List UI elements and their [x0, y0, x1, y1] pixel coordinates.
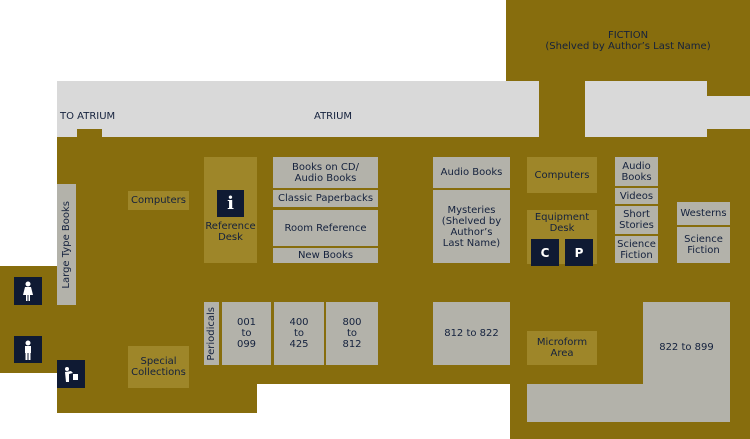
- womens-restroom-icon[interactable]: [14, 277, 42, 305]
- audio-books-mid[interactable]: Audio Books: [433, 157, 510, 188]
- atrium-label: ATRIUM: [314, 111, 353, 122]
- to-atrium-label: TO ATRIUM: [60, 111, 116, 122]
- science-fiction-2[interactable]: Science Fiction: [677, 227, 730, 263]
- shelf-400-425[interactable]: 400 to 425: [274, 302, 324, 365]
- reference-desk[interactable]: i Reference Desk: [204, 157, 257, 263]
- room-reference[interactable]: Room Reference: [273, 210, 378, 246]
- science-fiction-1[interactable]: Science Fiction: [615, 236, 658, 263]
- reference-desk-label: Reference Desk: [205, 220, 256, 243]
- special-collections[interactable]: Special Collections: [128, 346, 189, 388]
- mens-restroom-icon[interactable]: [14, 336, 42, 363]
- books-on-cd[interactable]: Books on CD/ Audio Books: [273, 157, 378, 188]
- printer-icon[interactable]: P: [565, 239, 593, 266]
- fiction-label: FICTION (Shelved by Author’s Last Name): [545, 30, 711, 52]
- computers-right[interactable]: Computers: [527, 157, 597, 193]
- atrium-notch: [77, 129, 102, 137]
- audio-books-right[interactable]: Audio Books: [615, 157, 658, 186]
- large-type-books[interactable]: Large Type Books: [57, 184, 76, 305]
- computers-left[interactable]: Computers: [128, 191, 189, 210]
- microform-area[interactable]: Microform Area: [527, 331, 597, 365]
- atrium-right: [585, 81, 707, 137]
- mysteries[interactable]: Mysteries (Shelved by Author’s Last Name…: [433, 190, 510, 263]
- copier-icon[interactable]: C: [531, 239, 559, 266]
- atrium: [57, 81, 539, 137]
- lower-left: [57, 384, 257, 413]
- atrium-right-ext: [700, 96, 750, 129]
- new-books[interactable]: New Books: [273, 248, 378, 263]
- periodicals-label: Periodicals: [206, 306, 217, 361]
- large-type-books-label: Large Type Books: [61, 200, 72, 289]
- videos[interactable]: Videos: [615, 188, 658, 204]
- westerns[interactable]: Westerns: [677, 202, 730, 225]
- periodicals[interactable]: Periodicals: [204, 302, 219, 365]
- shelf-812-822[interactable]: 812 to 822: [433, 302, 510, 365]
- classic-paperbacks[interactable]: Classic Paperbacks: [273, 190, 378, 207]
- shelf-800-812[interactable]: 800 to 812: [326, 302, 378, 365]
- equipment-desk-label: Equipment Desk: [534, 212, 590, 234]
- shelf-001-099[interactable]: 001 to 099: [222, 302, 271, 365]
- short-stories[interactable]: Short Stories: [615, 206, 658, 234]
- info-icon: i: [217, 189, 244, 217]
- shelf-822-899[interactable]: 822 to 899: [643, 302, 730, 422]
- water-fountain-icon[interactable]: [57, 360, 85, 388]
